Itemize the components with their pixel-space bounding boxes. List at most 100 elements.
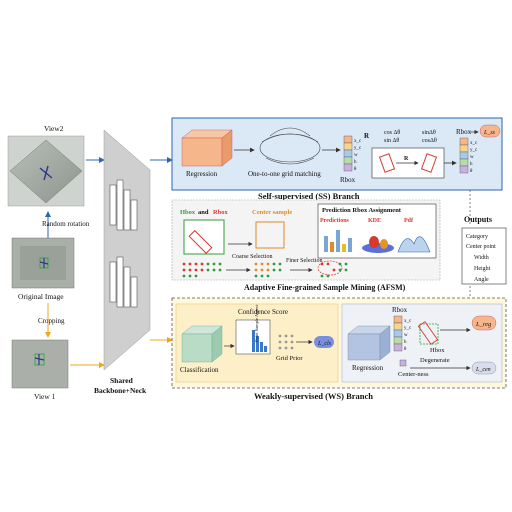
ws-loss-cls-badge	[314, 336, 334, 348]
ws-attr-1: y_c	[404, 326, 412, 331]
ss-regression-label: Regression	[186, 170, 218, 178]
afsm-grid-2	[254, 262, 282, 278]
afsm-title: Adaptive Fine-grained Sample Mining (AFS…	[244, 283, 406, 292]
ws-hbox	[419, 323, 439, 345]
outputs-box	[461, 227, 507, 285]
ss-branch: Regression One-to-one grid matching x_c …	[171, 117, 503, 201]
view1-airplane	[34, 354, 45, 365]
ws-rbox-label: Rbox	[392, 306, 408, 314]
afsm-center-sample: Center sample	[252, 209, 292, 216]
ss-right-attr-1: y_c	[470, 148, 478, 153]
outputs-item-2: Width	[474, 255, 489, 261]
ss-rbox-right-column	[459, 137, 469, 174]
ss-loss-badge	[479, 124, 501, 138]
ws-hbox-degenerate-2: Degenerate	[420, 357, 450, 364]
ws-loss-reg-label: L_reg	[475, 321, 492, 328]
view1-group: View 1	[11, 339, 69, 401]
ss-cos2: cosΔθ	[422, 138, 437, 144]
outputs-item-4: Angle	[474, 277, 489, 283]
ws-confidence-bars	[252, 330, 267, 352]
backbone-trapezoid	[103, 129, 151, 371]
ss-attr-4: θ	[354, 167, 357, 172]
ws-centerness-cell	[399, 359, 407, 367]
ss-attr-1: y_c	[354, 146, 362, 151]
ss-rbox-after	[420, 153, 438, 173]
afsm-finer-label: Finer Selection	[286, 258, 323, 264]
ss-sin: sin Δθ	[384, 138, 399, 144]
ws-grid-prior-label: Grid Prior	[276, 355, 303, 362]
afsm-coarse-1: Coarse Selection	[232, 254, 273, 260]
ws-point-sample-label: Point Sample Aspect	[254, 304, 259, 342]
ss-matching-label: One-to-one grid matching	[248, 170, 321, 178]
backbone-group: Shared Backbone+Neck	[94, 129, 151, 395]
ws-branch: Classification Confidence Score Point Sa…	[171, 297, 507, 401]
view2-group: View2	[7, 124, 85, 207]
ss-right-attr-2: w	[470, 155, 474, 160]
afsm-rbox	[188, 229, 213, 254]
ws-hbox-degenerate-1: Hbox	[430, 347, 445, 354]
afsm-and-text: and	[198, 209, 209, 216]
ss-rotate-r: R	[404, 156, 409, 162]
ws-classification-label: Classification	[180, 366, 219, 374]
ws-branch-title: Weakly-supervised (WS) Branch	[254, 391, 373, 401]
original-image-group: Original Image	[11, 237, 75, 301]
afsm-pdf-label: Pdf	[404, 218, 414, 224]
view1-label: View 1	[34, 392, 56, 401]
original-image-label: Original Image	[18, 292, 64, 301]
original-airplane	[39, 258, 49, 268]
outputs-group: Outputs Category Center point Width Heig…	[461, 190, 507, 300]
outputs-item-1: Center point	[466, 244, 496, 250]
ss-attr-3: h	[354, 160, 357, 165]
ss-rbox-before	[378, 153, 396, 173]
ss-matching-arcs	[259, 127, 321, 165]
ws-attr-0: x_c	[404, 319, 412, 324]
ws-regression-cube	[347, 333, 381, 361]
backbone-label-2: Backbone+Neck	[94, 386, 147, 395]
afsm-pdf-curve	[397, 236, 431, 253]
afsm-block: Hbox and Rbox Center sample Coarse Selec…	[171, 199, 441, 292]
ws-attr-2: w	[404, 333, 408, 338]
ss-right-attr-4: θ	[470, 169, 473, 174]
afsm-assignment-title: Prediction Rbox Assignment	[322, 207, 402, 214]
view1-image	[11, 339, 69, 389]
ss-attr-2: w	[354, 153, 358, 158]
ws-classification-cube	[181, 333, 213, 363]
ss-attr-0: x_c	[354, 139, 362, 144]
afsm-grid-3	[317, 260, 348, 278]
ws-regression-label: Regression	[352, 364, 384, 372]
ws-centerness-label: Center-ness	[398, 371, 429, 378]
afsm-kde-label: KDE	[368, 218, 381, 224]
outputs-title: Outputs	[464, 215, 492, 224]
random-rotation-label: Random rotation	[42, 220, 90, 228]
ws-degenerate-rbox	[417, 321, 439, 345]
outputs-item-3: Height	[474, 266, 491, 272]
ss-loss-label: L_ss	[483, 130, 496, 136]
ws-attr-4: θ	[404, 347, 407, 352]
view2-label: View2	[44, 124, 64, 133]
ss-neg-sin: sinΔθ	[422, 130, 436, 136]
afsm-predictions-bars	[324, 230, 352, 252]
backbone-label-1: Shared	[110, 376, 134, 385]
afsm-kde-surface	[362, 236, 394, 253]
ss-rbox-right-label: Rbox	[456, 128, 472, 136]
ss-branch-title: Self-supervised (SS) Branch	[258, 191, 360, 201]
afsm-hbox-text: Hbox	[180, 209, 196, 216]
ss-regression-cube	[181, 137, 223, 167]
outputs-item-0: Category	[466, 234, 488, 240]
ss-right-attr-3: h	[470, 162, 473, 167]
ws-rbox-column	[393, 315, 403, 352]
ss-rbox-column	[343, 135, 353, 172]
ws-grid-prior-dots	[278, 334, 294, 350]
ws-loss-cen-badge	[471, 361, 497, 375]
ws-loss-reg-badge	[471, 315, 497, 331]
afsm-rbox-text: Rbox	[213, 209, 229, 216]
ss-rbox-label: Rbox	[340, 176, 356, 184]
afsm-grid-1	[182, 262, 222, 278]
cropping-label: Cropping	[38, 317, 65, 325]
ws-attr-3: h	[404, 340, 407, 345]
ws-loss-cen-label: L_cen	[475, 367, 491, 373]
ws-confidence-label: Confidence Score	[238, 308, 288, 316]
view2-airplane	[39, 165, 53, 181]
afsm-hbox	[183, 219, 225, 255]
